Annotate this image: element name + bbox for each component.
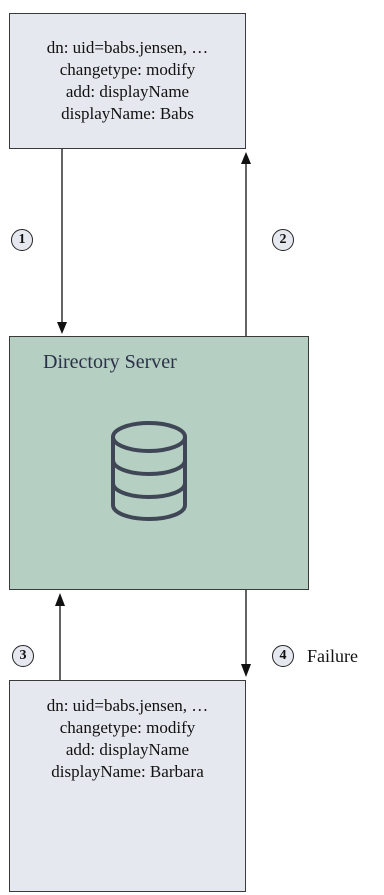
step-4-badge: 4 [272,645,294,667]
request-changetype-line: changetype: modify [59,60,196,79]
request-dn-line: dn: uid=babs.jensen, … [46,696,209,715]
directory-server-box: Directory Server [9,336,309,590]
request-dn-line: dn: uid=babs.jensen, … [46,38,209,57]
top-request-box: dn: uid=babs.jensen, … changetype: modif… [9,13,246,149]
request-add-line: add: displayName [65,82,190,101]
request-add-line: add: displayName [65,740,190,759]
failure-label: Failure [307,646,358,666]
directory-server-title: Directory Server [43,351,177,373]
step-3-badge: 3 [12,645,34,667]
step-1-badge: 1 [11,229,33,251]
request-value-line: displayName: Barbara [51,762,204,781]
bottom-request-box: dn: uid=babs.jensen, … changetype: modif… [9,680,246,892]
request-value-line: displayName: Babs [61,104,194,123]
database-icon [111,421,187,522]
request-changetype-line: changetype: modify [59,718,196,737]
step-2-badge: 2 [272,229,294,251]
